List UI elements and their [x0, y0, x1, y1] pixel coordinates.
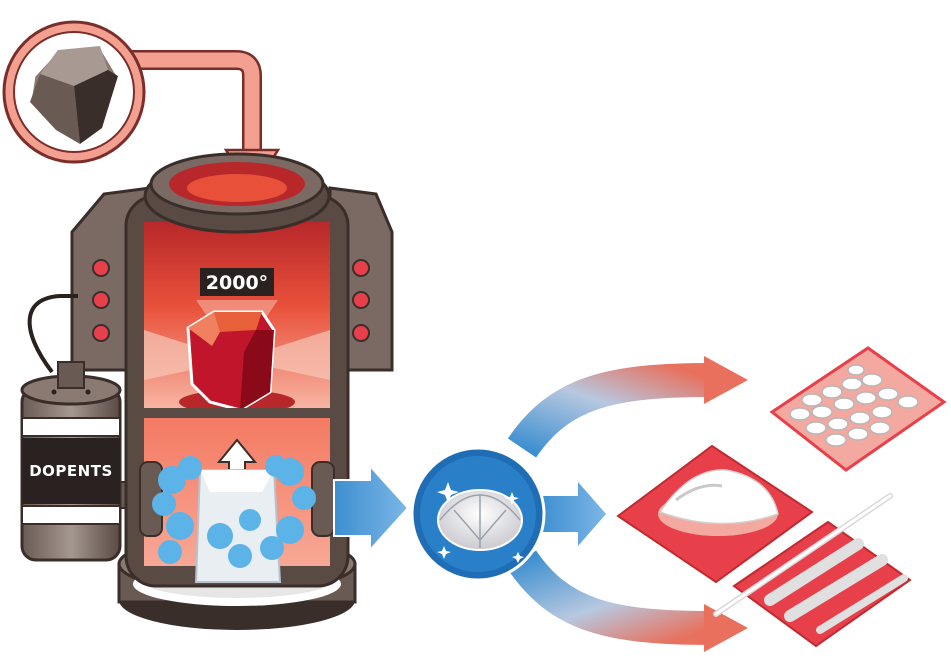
powder-tray: [616, 444, 814, 584]
furnace-body: 2000°: [124, 194, 350, 588]
dopant-label: DOPENTS: [29, 462, 113, 480]
rods-icon: [713, 493, 908, 634]
raw-ore-bubble: [2, 20, 146, 164]
powder-icon: [658, 469, 779, 536]
rods-tray: [713, 493, 912, 648]
ruby-crystal-icon: [186, 310, 276, 412]
temperature-readout: 2000°: [206, 272, 268, 294]
raw-ore-icon: [28, 44, 120, 146]
pellets-tray: [769, 346, 947, 472]
branch-arrow-middle: [540, 482, 606, 546]
sapphire-boule-icon: [437, 489, 523, 551]
sapphire-boule-bubble: [410, 446, 546, 582]
pellets-icon: [789, 364, 919, 447]
sparkle-icon: [437, 482, 524, 563]
furnace-output-arrow: [333, 463, 410, 553]
dopant-cable: [27, 294, 78, 374]
dopant-tank: DOPENTS: [20, 361, 149, 562]
branch-arrow-up: [507, 356, 748, 458]
furnace-top-ring: [143, 152, 331, 234]
steam-clouds: [152, 455, 316, 568]
